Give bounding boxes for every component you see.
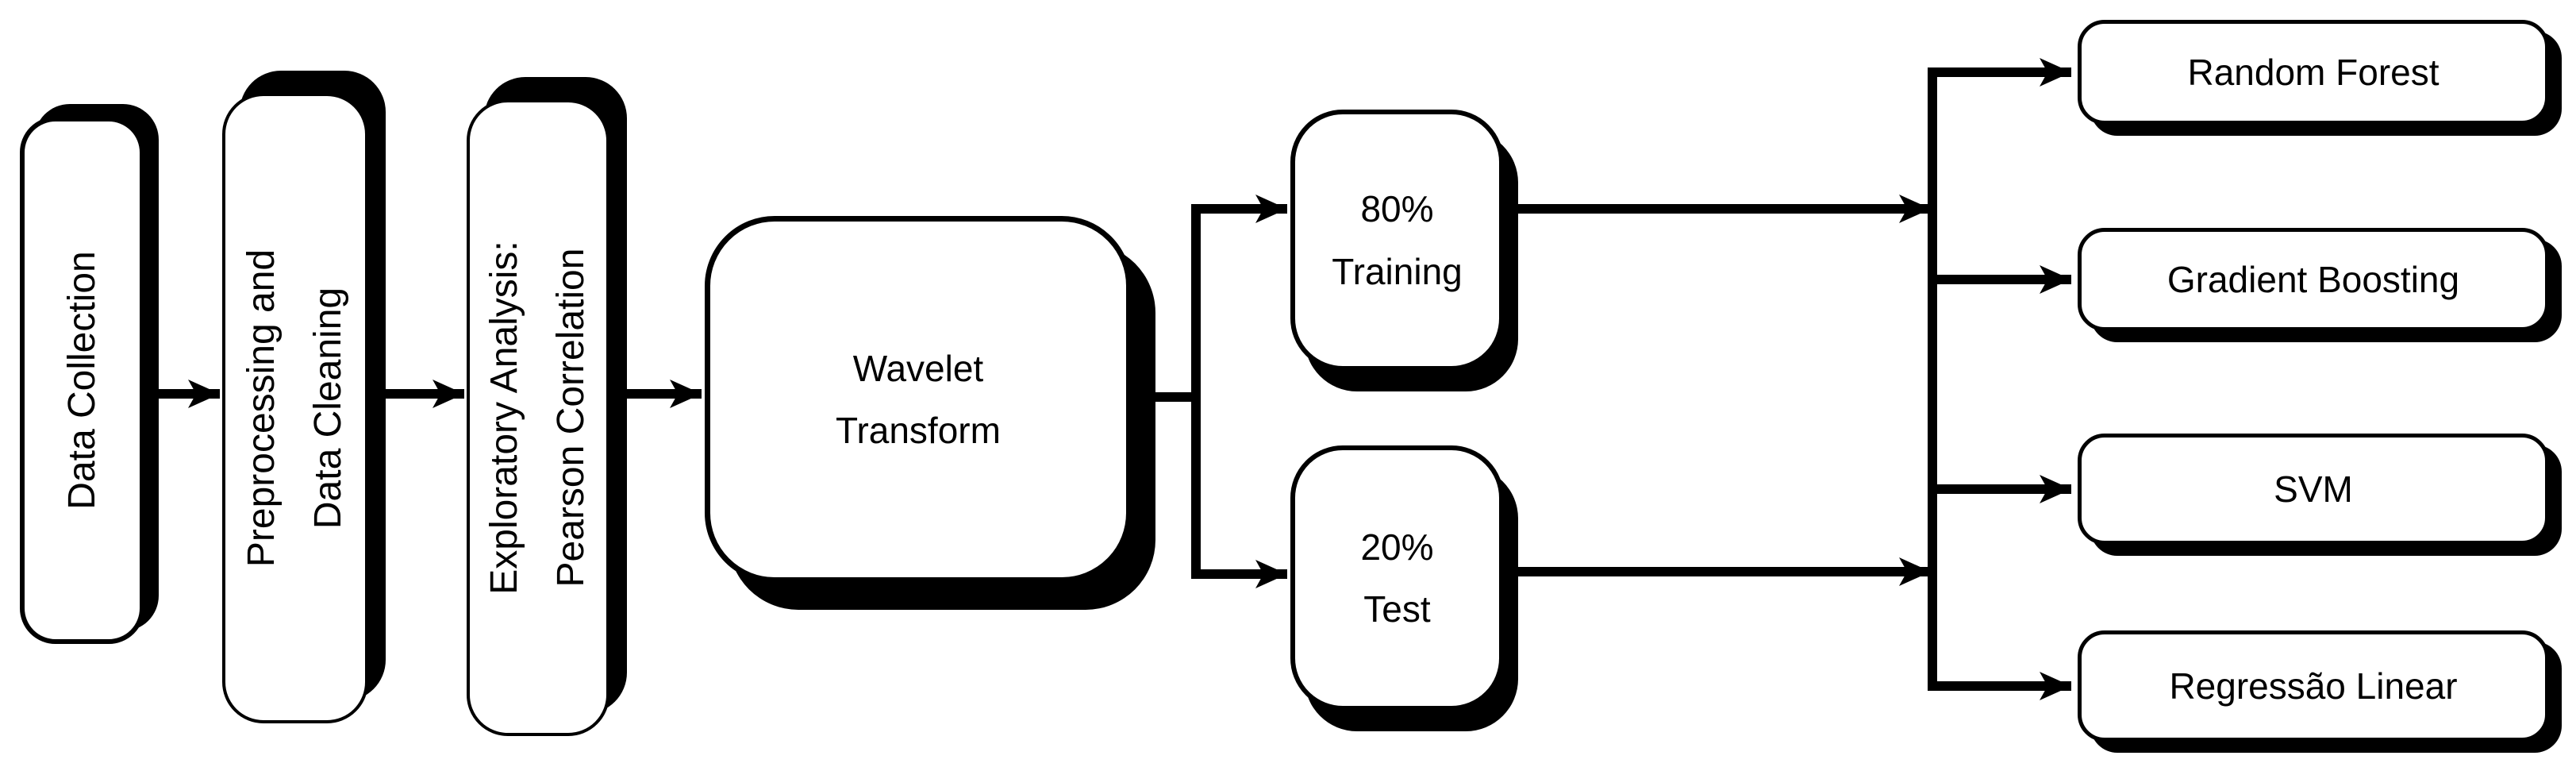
node-regressao-linear: Regressão Linear <box>2078 630 2549 742</box>
node-label: Data Collection <box>60 251 103 510</box>
node-exploratory-analysis: Exploratory Analysis: Pearson Correlatio… <box>467 99 609 736</box>
node-wavelet-transform: Wavelet Transform <box>705 216 1132 583</box>
node-random-forest: Random Forest <box>2078 20 2549 125</box>
node-label: SVM <box>2274 468 2353 510</box>
node-svm: SVM <box>2078 434 2549 545</box>
node-label: Preprocessing and Data Cleaning <box>240 249 349 568</box>
node-label: Exploratory Analysis: Pearson Correlatio… <box>483 241 592 595</box>
node-label: Wavelet Transform <box>836 347 1001 451</box>
node-preprocessing-data-cleaning: Preprocessing and Data Cleaning <box>222 93 368 723</box>
node-label: Regressão Linear <box>2169 665 2458 707</box>
node-label: 20% Test <box>1360 526 1434 630</box>
node-data-collection: Data Collection <box>20 117 144 644</box>
node-label: Random Forest <box>2187 51 2440 93</box>
node-label: Gradient Boosting <box>2167 258 2460 300</box>
node-gradient-boosting: Gradient Boosting <box>2078 228 2549 331</box>
node-20-percent-test: 20% Test <box>1290 445 1504 711</box>
node-80-percent-training: 80% Training <box>1290 110 1504 371</box>
node-label: 80% Training <box>1332 188 1463 292</box>
